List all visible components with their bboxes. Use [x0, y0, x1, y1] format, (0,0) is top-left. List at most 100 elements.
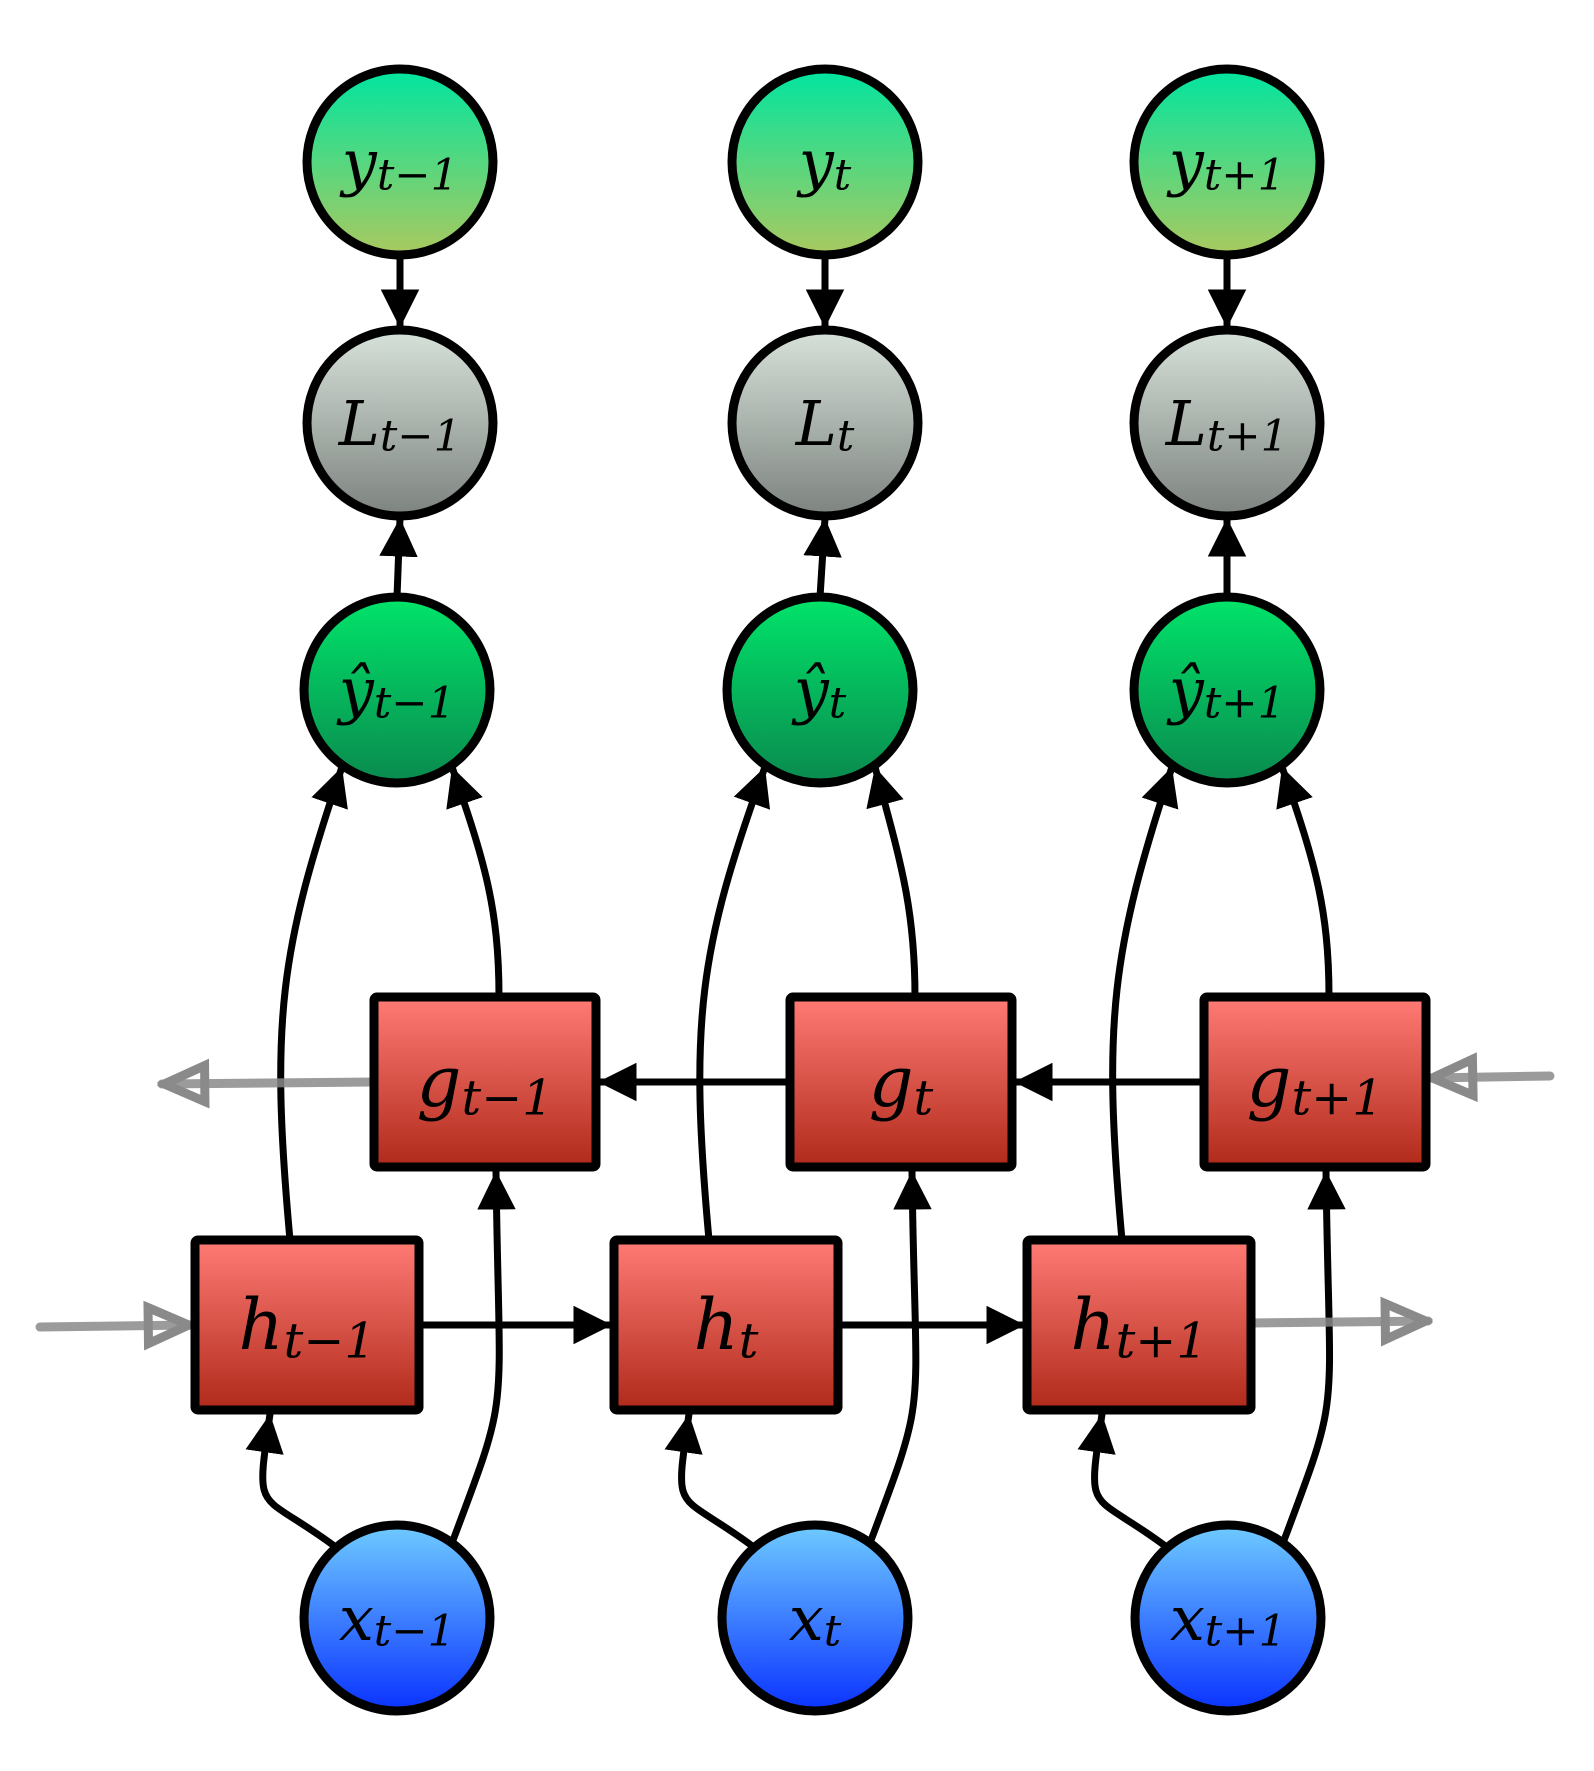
loss-node-shape	[1129, 325, 1325, 521]
edge-input-to-forward-state	[245, 1410, 341, 1552]
label-subscript: t+1	[1204, 679, 1285, 729]
label-base: y	[796, 126, 835, 199]
output-node: ŷt+1	[1129, 592, 1325, 788]
node-label: xt	[789, 1582, 842, 1657]
label-subscript: t+1	[1207, 412, 1288, 462]
node-label: xt+1	[1170, 1582, 1286, 1657]
target-node: yt	[727, 64, 923, 260]
output-node-shape	[1129, 592, 1325, 788]
node-label: ŷt	[791, 654, 847, 729]
edge-forward-state-to-output	[277, 763, 348, 1244]
edge-forward-state-to-output	[1109, 763, 1179, 1244]
target-node: yt+1	[1129, 64, 1325, 260]
node-label: ŷt−1	[336, 654, 455, 729]
label-base: y	[339, 126, 378, 199]
input-node-shape	[1130, 1520, 1326, 1716]
edge-boundary-into-forward	[35, 1325, 191, 1327]
edge-output-to-loss	[379, 514, 418, 601]
nodes-layer: yt−1Lt−1ŷt−1gt−1ht−1xt−1ytLtŷtgthtxtyt+1…	[190, 64, 1431, 1716]
output-node-shape	[299, 592, 495, 788]
node-label: yt−1	[339, 126, 458, 201]
edge-forward-state-to-output	[696, 763, 771, 1244]
input-node-shape	[299, 1520, 495, 1716]
label-subscript: t−1	[374, 1607, 455, 1657]
label-subscript: t+1	[1116, 1312, 1208, 1369]
node-label: ht−1	[238, 1284, 375, 1369]
label-base: x	[789, 1582, 824, 1655]
loss-node-shape	[727, 325, 923, 521]
forward-state-node: ht+1	[1022, 1235, 1256, 1415]
edge-backward-state-to-output	[866, 763, 919, 1001]
backward-state-node-shape	[785, 992, 1017, 1172]
label-base: L	[1165, 387, 1207, 460]
output-node: ŷt−1	[299, 592, 495, 788]
input-node-shape	[717, 1520, 913, 1716]
label-subscript: t−1	[374, 679, 455, 729]
label-base: g	[417, 1041, 462, 1123]
edge-input-to-forward-state	[1077, 1410, 1172, 1552]
loss-node: Lt	[727, 325, 923, 521]
label-subscript: t	[829, 679, 847, 729]
label-subscript: t	[837, 412, 855, 462]
label-subscript: t+1	[1204, 151, 1285, 201]
node-label: Lt	[795, 387, 855, 462]
edge-boundary-out-backward	[162, 1082, 379, 1084]
edge-backward-state-to-output	[446, 763, 503, 1001]
forward-state-node-shape	[609, 1235, 843, 1415]
forward-state-node: ht	[609, 1235, 843, 1415]
loss-node: Lt−1	[302, 325, 498, 521]
backward-state-node-shape	[1199, 992, 1431, 1172]
label-base: L	[795, 387, 837, 460]
target-node-shape	[727, 64, 923, 260]
output-node-shape	[722, 592, 918, 788]
node-label: Lt+1	[1165, 387, 1289, 462]
edge-input-to-forward-state	[664, 1410, 759, 1552]
edge-boundary-out-forward	[1246, 1321, 1428, 1323]
label-base: h	[238, 1284, 283, 1366]
edge-input-to-backward-state	[866, 1167, 932, 1547]
label-subscript: t+1	[1205, 1607, 1286, 1657]
input-node: xt+1	[1130, 1520, 1326, 1716]
forward-state-node-shape	[1022, 1235, 1256, 1415]
node-label: yt+1	[1166, 126, 1285, 201]
edges-layer	[35, 251, 1555, 1552]
label-subscript: t+1	[1291, 1069, 1383, 1126]
forward-state-node-shape	[190, 1235, 424, 1415]
loss-node: Lt+1	[1129, 325, 1325, 521]
node-label: ht+1	[1070, 1284, 1207, 1369]
input-node: xt−1	[299, 1520, 495, 1716]
label-base: x	[339, 1582, 374, 1655]
output-node: ŷt	[722, 592, 918, 788]
label-base: y	[1166, 126, 1205, 199]
backward-state-node: gt−1	[369, 992, 601, 1172]
label-base: h	[694, 1284, 739, 1366]
backward-state-node-shape	[369, 992, 601, 1172]
label-base: g	[1247, 1041, 1292, 1123]
label-base: ŷ	[791, 654, 830, 727]
target-node: yt−1	[302, 64, 498, 260]
forward-state-node: ht−1	[190, 1235, 424, 1415]
label-base: ŷ	[336, 654, 375, 727]
label-base: ŷ	[1166, 654, 1205, 727]
input-node: xt	[717, 1520, 913, 1716]
backward-state-node: gt+1	[1199, 992, 1431, 1172]
label-subscript: t	[739, 1312, 759, 1369]
label-subscript: t	[914, 1069, 934, 1126]
node-label: ht	[694, 1284, 759, 1369]
node-label: ŷt+1	[1166, 654, 1285, 729]
edge-input-to-backward-state	[1279, 1167, 1346, 1547]
label-subscript: t−1	[380, 412, 461, 462]
label-base: h	[1070, 1284, 1115, 1366]
node-label: gt	[869, 1041, 934, 1126]
label-subscript: t−1	[377, 151, 458, 201]
target-node-shape	[1129, 64, 1325, 260]
node-label: yt	[796, 126, 852, 201]
target-node-shape	[302, 64, 498, 260]
label-subscript: t−1	[461, 1069, 553, 1126]
node-label: gt−1	[417, 1041, 554, 1126]
label-base: L	[338, 387, 380, 460]
node-label: xt−1	[339, 1582, 455, 1657]
label-base: x	[1170, 1582, 1205, 1655]
backward-state-node: gt	[785, 992, 1017, 1172]
label-subscript: t−1	[284, 1312, 376, 1369]
